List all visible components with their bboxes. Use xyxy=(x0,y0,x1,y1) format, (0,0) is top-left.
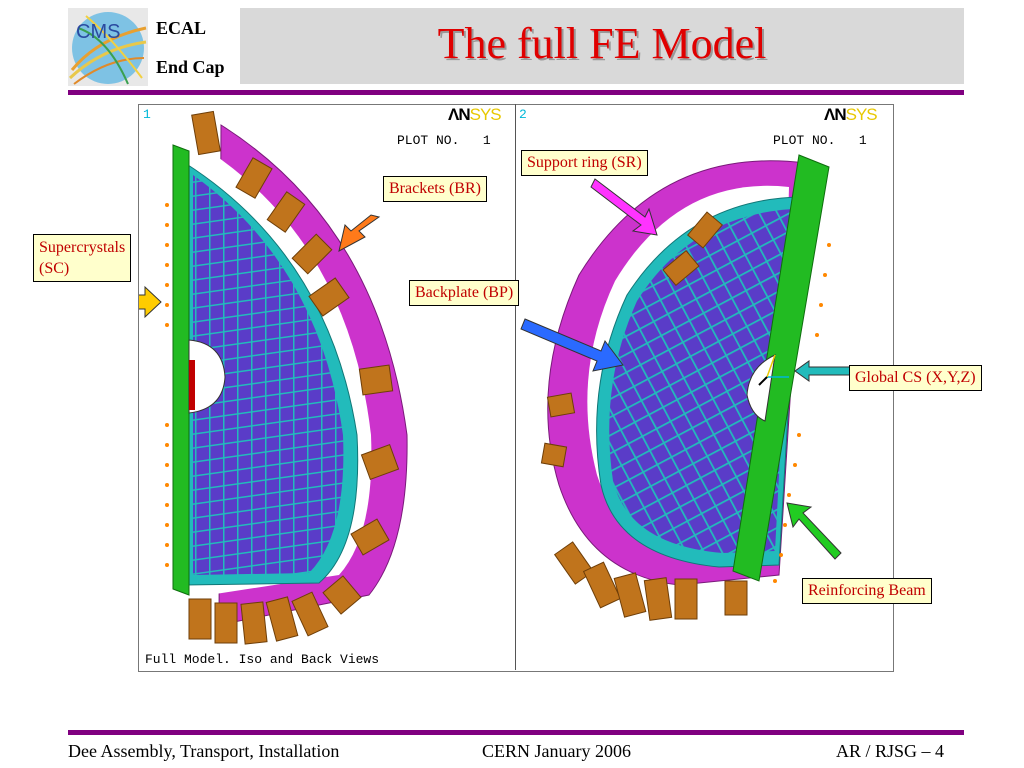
page-title: The full FE Model xyxy=(437,19,767,68)
brackets-right xyxy=(540,211,748,621)
callout-supercrystals-abbr: (SC) xyxy=(39,260,70,277)
cms-logo-text: CMS xyxy=(76,21,120,43)
plot-label-2: PLOT NO. 1 xyxy=(773,133,867,148)
viewport-number-2: 2 xyxy=(519,107,527,122)
footer-right: AR / RJSG – 4 xyxy=(836,741,945,761)
plot-label-1: PLOT NO. 1 xyxy=(397,133,491,148)
node-markers-right xyxy=(773,243,831,583)
top-rule xyxy=(68,90,964,95)
ansys-logo-1: ΛNSYS xyxy=(448,105,502,125)
reinforcing-beam-left xyxy=(172,144,190,596)
viewport-number-1: 1 xyxy=(143,107,151,122)
footer-center: CERN January 2006 xyxy=(482,741,631,761)
header-endcap: End Cap xyxy=(156,57,225,77)
brackets-left xyxy=(188,110,400,645)
node-markers-left xyxy=(165,203,169,567)
ansys-logo-2-black: ΛN xyxy=(824,105,847,124)
figure-caption: Full Model. Iso and Back Views xyxy=(145,652,380,667)
arrow-support-ring xyxy=(590,178,658,236)
callout-backplate: Backplate (BP) xyxy=(409,280,520,306)
callout-supercrystals-label: Supercrystals xyxy=(39,239,126,256)
ansys-logo-1-yellow: SYS xyxy=(469,105,502,124)
supercrystal-grid-right xyxy=(609,209,793,553)
central-hole-right xyxy=(746,354,776,422)
callout-brackets: Brackets (BR) xyxy=(383,176,487,202)
header-ecal: ECAL xyxy=(156,18,207,38)
cms-logo: CMS xyxy=(68,8,148,86)
iso-view xyxy=(165,110,408,645)
ansys-logo-1-black: ΛN xyxy=(448,105,471,124)
supercrystal-grid-left xyxy=(193,175,344,575)
fe-model-drawing xyxy=(139,110,852,645)
arrow-supercrystals xyxy=(139,285,162,319)
callout-arrows xyxy=(139,178,852,560)
arrow-backplate xyxy=(520,318,624,372)
callout-support-ring: Support ring (SR) xyxy=(521,150,648,176)
footer-left: Dee Assembly, Transport, Installation xyxy=(68,741,340,761)
arrow-reinforcing-beam xyxy=(786,502,842,560)
central-hole-left xyxy=(188,339,226,414)
ansys-logo-2-yellow: SYS xyxy=(845,105,878,124)
header-band xyxy=(240,8,964,84)
arrow-global-cs xyxy=(794,360,852,382)
arrow-brackets xyxy=(338,214,381,252)
viewport-divider xyxy=(515,104,516,670)
back-view xyxy=(540,154,831,621)
callout-global-cs: Global CS (X,Y,Z) xyxy=(849,365,982,391)
callout-reinforcing-beam: Reinforcing Beam xyxy=(802,578,932,604)
global-cs-axes xyxy=(758,354,789,386)
ansys-logo-2: ΛNSYS xyxy=(824,105,878,125)
bottom-rule xyxy=(68,730,964,735)
callout-supercrystals: Supercrystals (SC) xyxy=(33,234,132,282)
reinforcing-beam-right xyxy=(732,154,830,582)
axis-marker-left xyxy=(189,360,195,410)
